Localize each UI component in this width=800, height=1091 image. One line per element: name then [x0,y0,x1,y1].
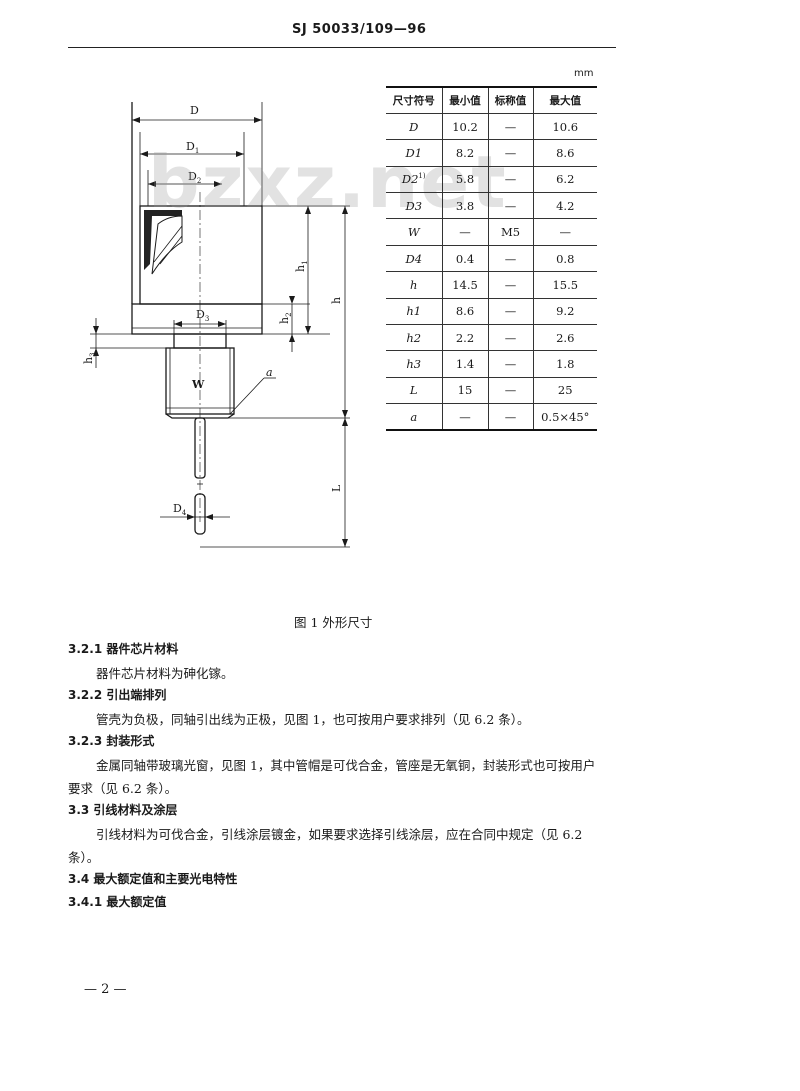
header-rule [68,47,616,48]
header-nominal: 标称值 [487,86,534,114]
figure-caption: 图 1 外形尺寸 [294,615,373,630]
label-h2: h2 [278,312,293,324]
table-row: W—M5— [386,218,597,246]
section-3-2-2-title: 3.2.2 引出端排列 [68,688,167,702]
label-D3: D3 [196,308,209,323]
threaded-stem [165,347,235,415]
label-a: a [266,366,273,379]
header-min: 最小值 [441,86,489,114]
section-3-2-1-title: 3.2.1 器件芯片材料 [68,642,179,656]
footnote-mark: 1) [418,172,426,181]
label-h: h [330,297,343,304]
label-W: W [191,378,205,391]
label-D2: D2 [188,170,201,185]
label-h3: h3 [82,352,97,364]
document-number: SJ 50033/109—96 [292,22,427,37]
section-3-2-3-text-1: 金属同轴带玻璃光窗，见图 1，其中管帽是可伐合金，管座是无氧铜，封装形式也可按用… [96,758,596,773]
table-unit: mm [574,68,594,79]
section-3-3-title: 3.3 引线材料及涂层 [68,803,178,817]
section-3-2-3-title: 3.2.3 封装形式 [68,734,155,748]
table-header-row: 尺寸符号 最小值 标称值 最大值 [386,86,597,114]
label-D4: D4 [173,502,187,517]
header-symbol: 尺寸符号 [386,86,443,114]
section-3-4-1-title: 3.4.1 最大额定值 [68,895,167,909]
section-3-4-title: 3.4 最大额定值和主要光电特性 [68,872,238,886]
section-3-3-text-1: 引线材料为可伐合金，引线涂层镀金，如果要求选择引线涂层，应在合同中规定（见 6.… [96,827,583,842]
label-h1: h1 [294,260,309,272]
table-row: a——0.5×45° [386,403,597,431]
table-row: D21)5.8—6.2 [386,165,597,194]
label-D1: D1 [186,140,199,155]
section-3-2-3-text-2: 要求（见 6.2 条）。 [68,781,178,796]
label-L: L [330,484,343,492]
package-outline-drawing: D D1 D2 D3 D4 W a h h1 h2 h3 L [82,102,350,548]
header-max: 最大值 [532,86,597,114]
label-D: D [190,104,199,117]
section-3-2-2-text: 管壳为负极，同轴引出线为正极，见图 1，也可按用户要求排列（见 6.2 条）。 [96,712,530,727]
section-3-2-1-text: 器件芯片材料为砷化镓。 [96,666,234,681]
section-3-3-text-2: 条）。 [68,850,100,865]
page-number: — 2 — [84,982,127,997]
